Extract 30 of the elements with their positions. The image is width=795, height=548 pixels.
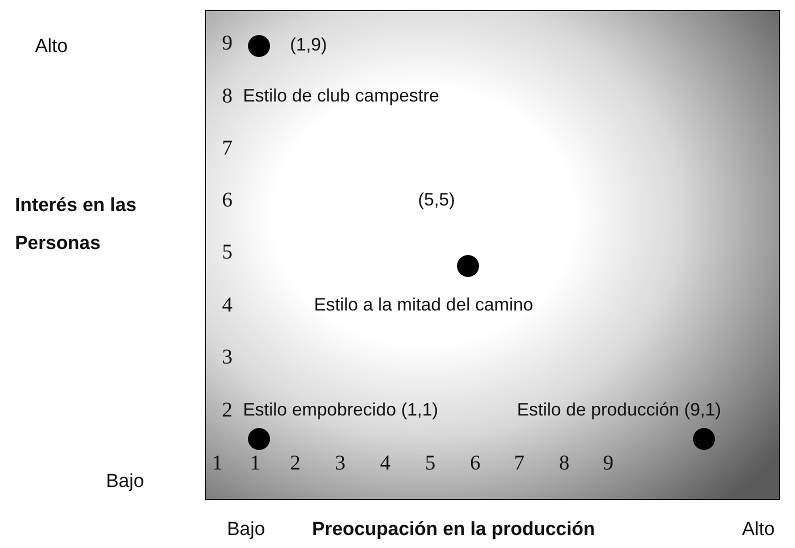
tick-label: 1 xyxy=(250,450,260,476)
tick-label: 8 xyxy=(559,450,570,476)
point-label: (1,9) xyxy=(290,34,328,56)
tick-label: 6 xyxy=(470,450,480,476)
style-label: Estilo de club campestre xyxy=(243,86,440,106)
tick-label: 9 xyxy=(603,450,614,476)
axis-end-label: Bajo xyxy=(227,519,266,541)
tick-label: 7 xyxy=(514,450,524,476)
tick-label: 5 xyxy=(222,240,232,264)
tick-label: 4 xyxy=(222,292,232,318)
tick-label: 2 xyxy=(222,398,232,422)
axis-end-label: Bajo xyxy=(106,471,144,493)
axis-title: Preocupación en la producción xyxy=(312,519,595,541)
style-label: Estilo a la mitad del camino xyxy=(314,294,534,316)
point-label: (5,5) xyxy=(418,190,456,210)
tick-label: 1 xyxy=(212,450,222,476)
tick-label: 3 xyxy=(335,450,346,476)
tick-label: 4 xyxy=(380,450,390,476)
style-label: Estilo empobrecido (1,1) xyxy=(243,400,438,420)
tick-label: 5 xyxy=(425,450,436,476)
axis-end-label: Alto xyxy=(35,36,68,58)
tick-label: 2 xyxy=(290,450,300,476)
axis-title: Interés en las Personas xyxy=(15,194,138,256)
tick-label: 3 xyxy=(222,344,232,370)
tick-label: 9 xyxy=(222,30,232,56)
style-label: Estilo de producción (9,1) xyxy=(517,400,722,420)
tick-label: 6 xyxy=(222,188,232,212)
tick-label: 8 xyxy=(222,84,232,108)
tick-label: 7 xyxy=(222,136,232,160)
axis-end-label: Alto xyxy=(742,519,775,541)
